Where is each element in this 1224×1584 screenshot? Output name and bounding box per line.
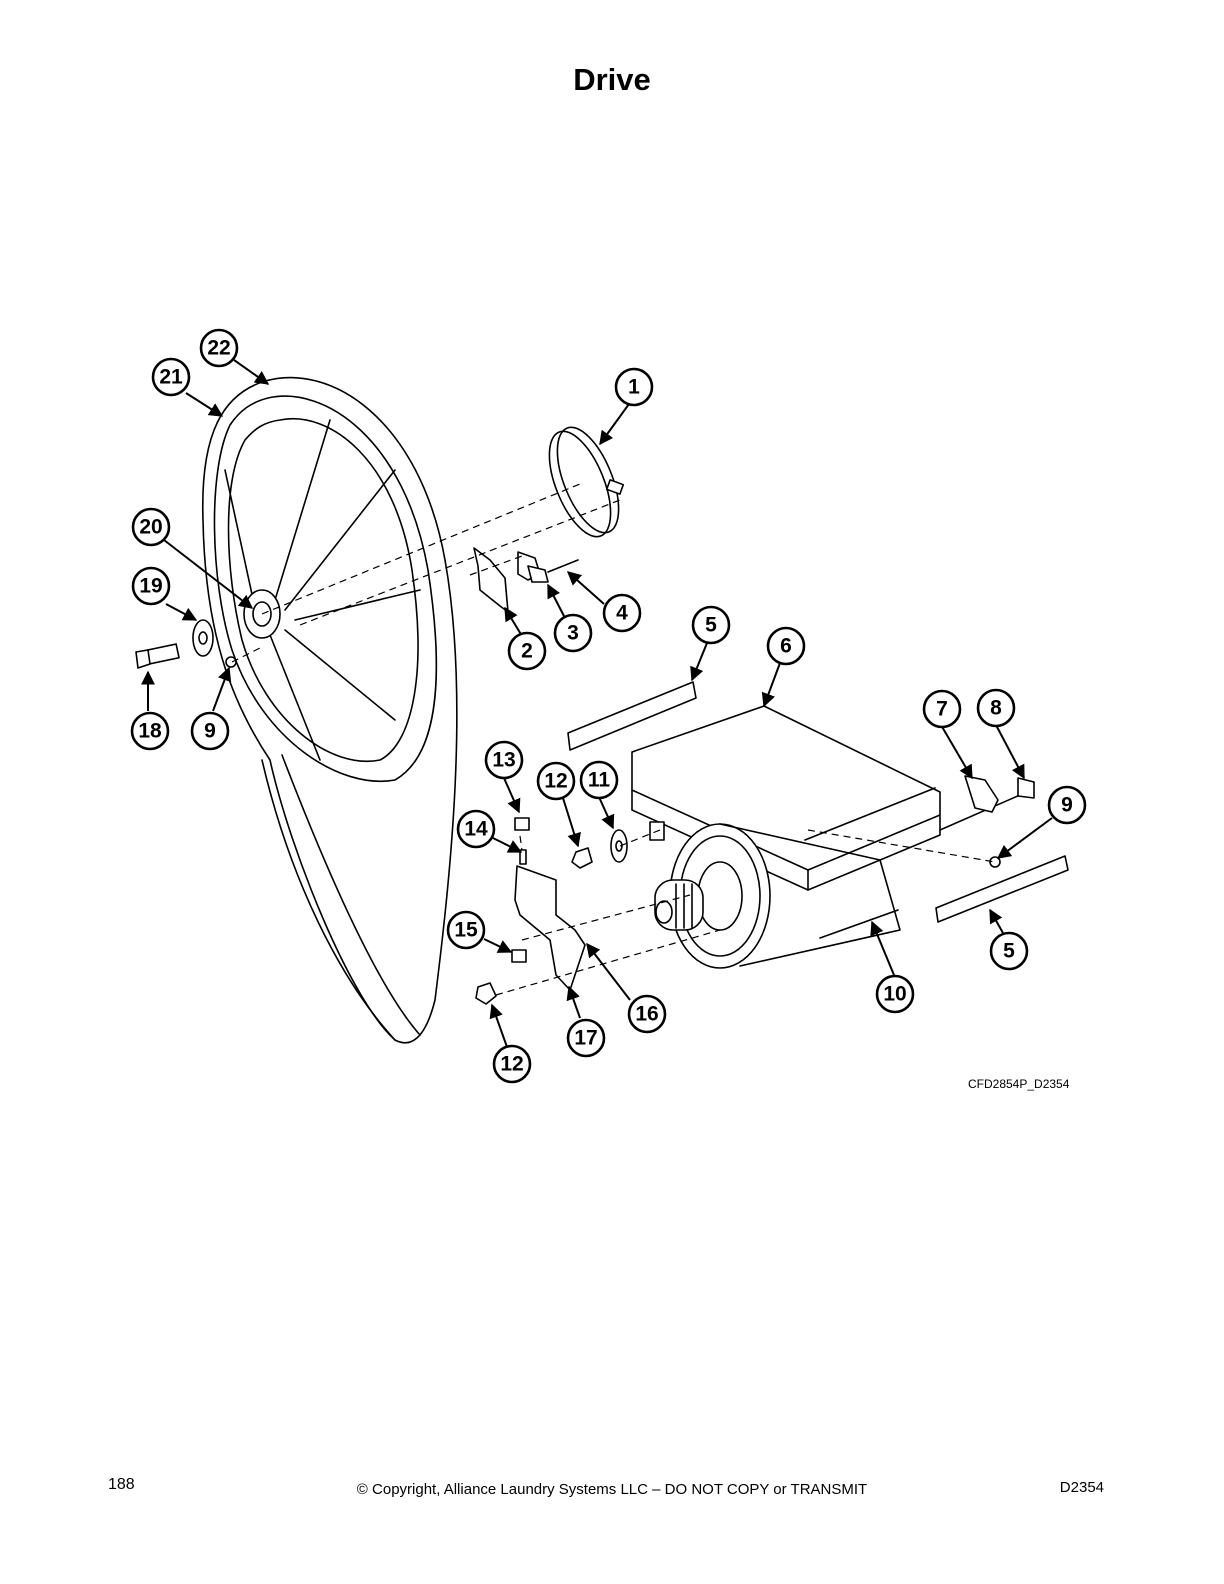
callout-13: 13: [484, 740, 524, 780]
motor-assembly: [631, 705, 941, 969]
svg-text:10: 10: [883, 983, 906, 1006]
svg-text:18: 18: [138, 720, 162, 743]
callout-5-top: 5: [691, 605, 731, 645]
callout-14: 14: [456, 809, 496, 849]
svg-text:5: 5: [1003, 940, 1015, 963]
callout-1: 1: [614, 367, 654, 407]
svg-text:2: 2: [521, 640, 533, 663]
svg-text:12: 12: [500, 1053, 523, 1076]
hose-clamp: [548, 426, 625, 538]
alignment-lines: [231, 483, 996, 996]
callout-12-top: 12: [536, 761, 576, 801]
callout-15: 15: [446, 910, 486, 950]
drive-pulley: [201, 376, 458, 1044]
callout-20: 20: [131, 507, 171, 547]
hardware: [135, 619, 628, 1005]
svg-text:17: 17: [574, 1027, 597, 1050]
callouts: 1 2 3 4 5 6 7 8 9 10 5 11 12 13 14 15 16…: [130, 328, 1087, 1084]
callout-16: 16: [627, 994, 667, 1034]
callout-6: 6: [766, 626, 806, 666]
callout-21: 21: [151, 357, 191, 397]
svg-text:9: 9: [204, 720, 216, 743]
svg-text:6: 6: [780, 635, 792, 658]
bracket-parts: [473, 547, 579, 613]
callout-5-bottom: 5: [989, 931, 1029, 971]
page-number: 188: [108, 1476, 135, 1493]
callout-3: 3: [553, 613, 593, 653]
callout-19: 19: [131, 566, 171, 606]
motor-straps: [567, 681, 1069, 923]
copyright-notice: © Copyright, Alliance Laundry Systems LL…: [356, 1481, 868, 1498]
svg-text:15: 15: [454, 919, 478, 942]
svg-text:19: 19: [139, 575, 162, 598]
svg-text:16: 16: [635, 1003, 658, 1026]
svg-text:21: 21: [159, 366, 183, 389]
page-title: Drive: [573, 62, 651, 97]
document-id: D2354: [1059, 1479, 1104, 1496]
svg-text:14: 14: [464, 818, 488, 841]
callout-18: 18: [130, 711, 170, 751]
svg-text:5: 5: [705, 614, 717, 637]
svg-text:7: 7: [936, 698, 948, 721]
callout-17: 17: [566, 1018, 606, 1058]
drawing-code: CFD2854P_D2354: [968, 1077, 1070, 1091]
svg-text:13: 13: [492, 749, 515, 772]
svg-text:8: 8: [990, 697, 1002, 720]
svg-text:11: 11: [588, 769, 611, 792]
callout-7: 7: [922, 689, 962, 729]
svg-text:22: 22: [207, 337, 230, 360]
svg-text:20: 20: [139, 516, 162, 539]
callout-9-right: 9: [1047, 785, 1087, 825]
callout-4: 4: [602, 593, 642, 633]
leader-arrows: [141, 359, 1053, 1048]
svg-text:12: 12: [544, 770, 567, 793]
svg-text:4: 4: [616, 602, 628, 625]
callout-2: 2: [507, 631, 547, 671]
callout-11: 11: [579, 760, 619, 800]
callout-8: 8: [976, 688, 1016, 728]
tension-rod: [225, 656, 1035, 868]
callout-22: 22: [199, 328, 239, 368]
callout-10: 10: [875, 974, 915, 1014]
svg-text:3: 3: [567, 622, 579, 645]
svg-text:9: 9: [1061, 794, 1073, 817]
svg-text:1: 1: [628, 376, 640, 399]
callout-12-bottom: 12: [492, 1044, 532, 1084]
callout-9-left: 9: [190, 711, 230, 751]
